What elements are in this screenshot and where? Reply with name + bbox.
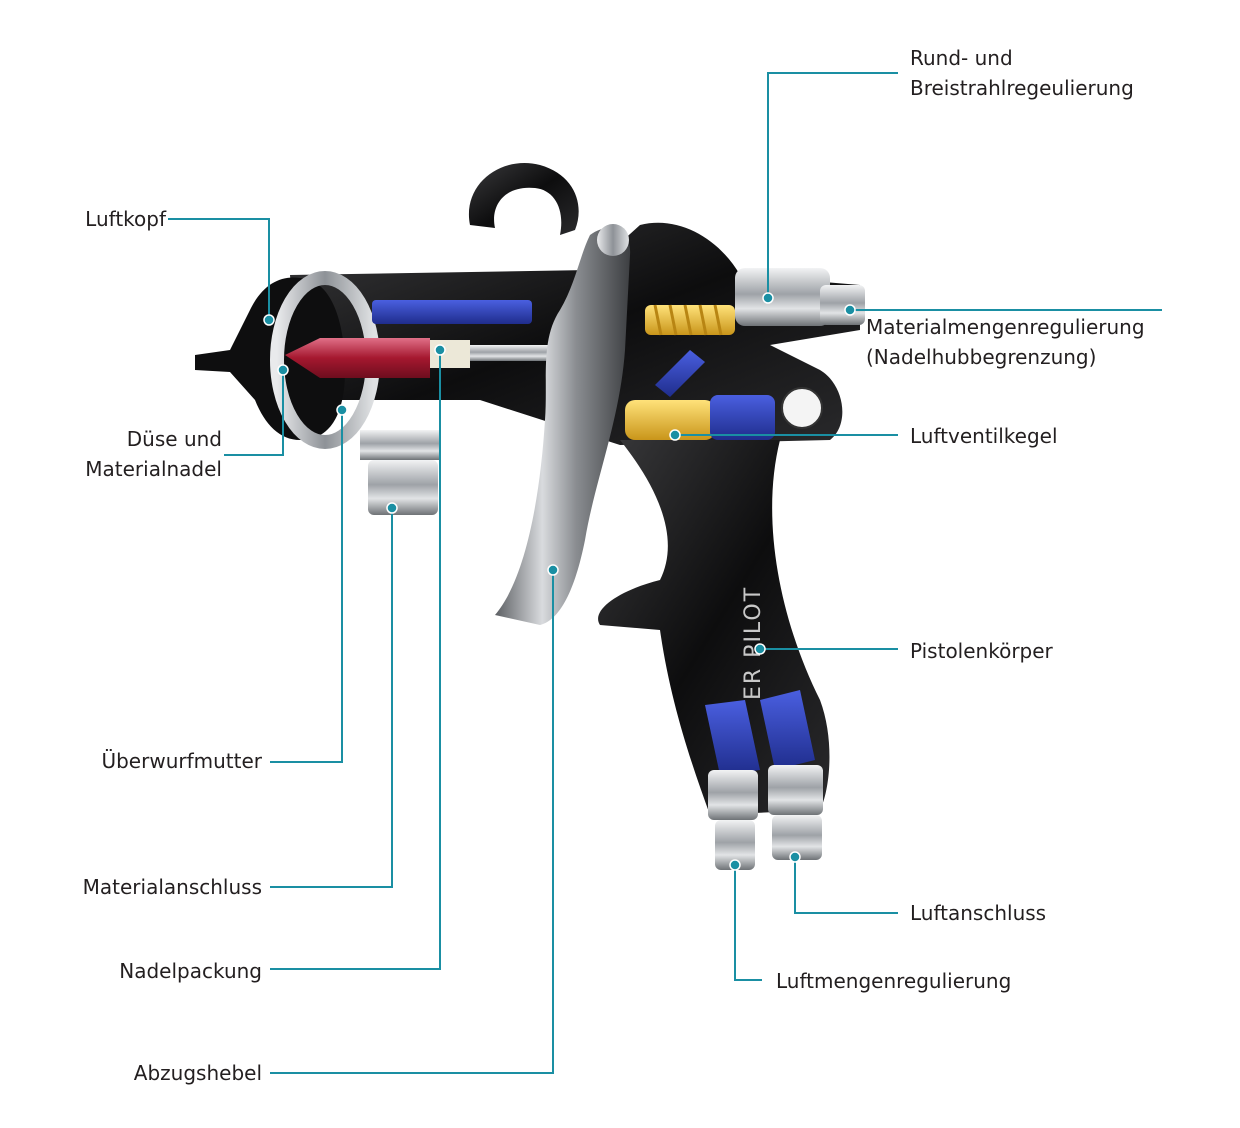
label-luftmengen: Luftmengenregulierung xyxy=(776,969,1012,993)
label-duese: Düse und Materialnadel xyxy=(40,424,222,484)
label-materialmenge-line2: (Nadelhubbegrenzung) xyxy=(866,345,1097,369)
label-luftkopf: Luftkopf xyxy=(85,207,166,231)
label-duese-line2: Materialnadel xyxy=(85,457,222,481)
label-materialmenge: Materialmengenregulierung (Nadelhubbegre… xyxy=(866,312,1145,372)
spring xyxy=(645,304,735,336)
label-abzugshebel: Abzugshebel xyxy=(133,1061,262,1085)
air-valve xyxy=(625,350,823,440)
air-channel-top xyxy=(372,300,532,324)
label-duese-line1: Düse und xyxy=(126,427,222,451)
label-rund-breitstrahl-line2: Breistrahlregeulierung xyxy=(910,76,1134,100)
label-ueberwurfmutter: Überwurfmutter xyxy=(101,749,262,773)
label-nadelpackung: Nadelpackung xyxy=(119,959,262,983)
label-pistolenkoerper: Pistolenkörper xyxy=(910,639,1053,663)
label-luftventilkegel: Luftventilkegel xyxy=(910,424,1058,448)
trigger xyxy=(495,224,631,625)
rear-adjusters xyxy=(735,268,865,326)
leader-lines xyxy=(168,72,1162,1074)
label-rund-breitstrahl: Rund- und Breistrahlregeulierung xyxy=(910,43,1134,103)
label-materialanschluss: Materialanschluss xyxy=(82,875,262,899)
label-rund-breitstrahl-line1: Rund- und xyxy=(910,46,1013,70)
material-connector xyxy=(360,430,440,515)
gun-brand-text: ER PILOT xyxy=(741,586,766,700)
label-luftanschluss: Luftanschluss xyxy=(910,901,1047,925)
bottom-connectors xyxy=(705,690,823,870)
gun-hook xyxy=(468,163,579,235)
label-materialmenge-line1: Materialmengenregulierung xyxy=(866,315,1145,339)
leader-dots xyxy=(263,292,856,871)
